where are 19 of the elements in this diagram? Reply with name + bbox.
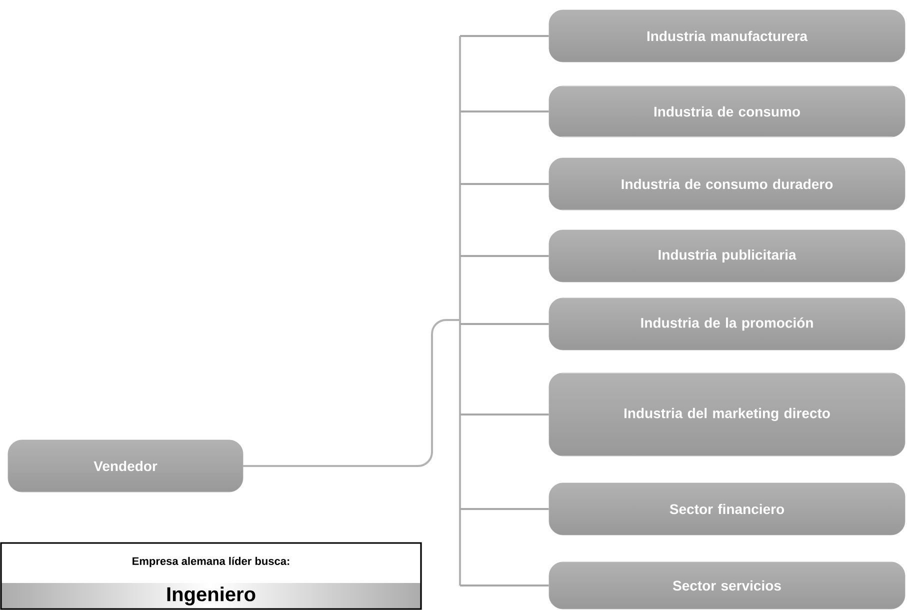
branch-line bbox=[460, 508, 549, 510]
category-box: Industria de consumo bbox=[548, 86, 906, 138]
category-box: Industria publicitaria bbox=[548, 230, 906, 282]
branch-line bbox=[460, 255, 549, 257]
category-box: Sector servicios bbox=[548, 562, 906, 610]
category-box: Sector financiero bbox=[548, 482, 906, 536]
branch-line bbox=[460, 323, 549, 325]
branch-line bbox=[460, 414, 549, 416]
category-box: Industria de consumo duradero bbox=[548, 158, 906, 210]
connector-line bbox=[243, 35, 461, 586]
branch-line bbox=[460, 584, 549, 586]
category-box: Industria del marketing directo bbox=[548, 372, 906, 456]
category-box: Industria de la promoción bbox=[548, 298, 906, 350]
branch-line bbox=[460, 110, 549, 112]
branch-line bbox=[460, 35, 549, 37]
category-box: Industria manufacturera bbox=[548, 10, 906, 62]
advert-box: Empresa alemana líder busca: Ingeniero bbox=[0, 542, 422, 610]
branch-line bbox=[460, 183, 549, 185]
category-box: Vendedor bbox=[8, 440, 244, 492]
